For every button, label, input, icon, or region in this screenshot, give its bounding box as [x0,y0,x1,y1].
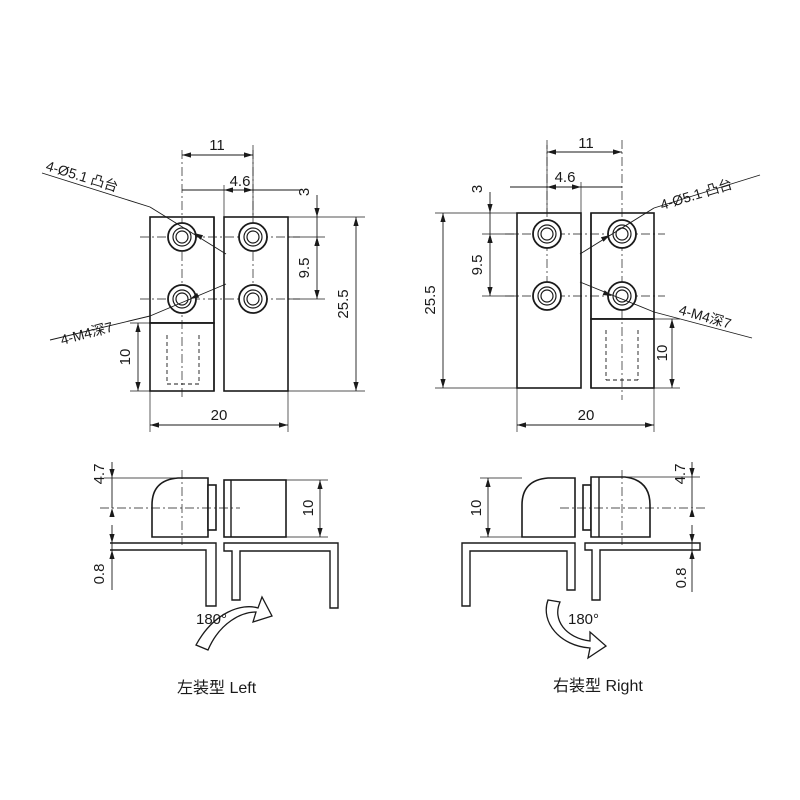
left-side-knuckle [151,477,209,538]
left-dim-11: 11 [209,137,225,154]
left-dim-4-7: 4.7 [91,464,108,485]
left-hole-2 [167,284,197,314]
right-note-thread: 4-M4深7 [677,302,733,332]
left-hole-4 [238,284,268,314]
right-side-mount [521,477,576,538]
right-dim-11: 11 [578,135,594,152]
right-side-view: 10 4.7 0.8 180° [461,462,705,660]
right-hole-4 [607,281,637,311]
left-dim-0-8: 0.8 [91,564,108,585]
left-hole-1 [167,222,197,252]
right-dim-20: 20 [578,407,595,424]
left-side-view: 4.7 10 0.8 180° [91,462,339,651]
right-dim-9-5: 9.5 [469,255,486,276]
left-dim-4-6: 4.6 [230,173,251,190]
right-dim-3: 3 [469,185,486,193]
left-dim-3: 3 [296,188,313,196]
left-side-mount [223,479,287,538]
left-dim-20: 20 [211,407,228,424]
left-dim-10: 10 [117,349,134,366]
left-note-thread: 4-M4深7 [59,318,115,347]
left-dim-9-5: 9.5 [296,258,313,279]
right-side-knuckle [590,476,651,538]
right-dim-25-5: 25.5 [422,285,439,314]
right-caption: 右装型 Right [553,677,643,695]
left-hole-3 [238,222,268,252]
right-hole-1 [532,219,562,249]
left-dim-25-5: 25.5 [335,289,352,318]
right-hole-3 [607,219,637,249]
left-note-boss: 4-Ø5.1 凸台 [44,158,120,195]
left-caption: 左装型 Left [177,679,257,697]
left-rotation-arrow [195,595,273,651]
left-top-view: 11 4.6 3 9.5 25.5 10 [41,137,365,432]
right-top-view: 11 4.6 3 9.5 25.5 10 [422,135,761,432]
right-dim-side-10: 10 [468,500,485,517]
right-note-boss: 4-Ø5.1 凸台 [658,176,734,213]
right-dim-4-7: 4.7 [672,464,689,485]
right-knuckle [590,318,655,389]
right-rotation-label: 180° [568,611,599,628]
right-dim-0-8: 0.8 [673,568,690,589]
right-dim-4-6: 4.6 [555,169,576,186]
left-rotation-label: 180° [196,611,227,628]
right-rotation-arrow [545,599,608,660]
left-dim-side-10: 10 [300,500,317,517]
right-dim-10: 10 [654,345,671,362]
right-hole-2 [532,281,562,311]
